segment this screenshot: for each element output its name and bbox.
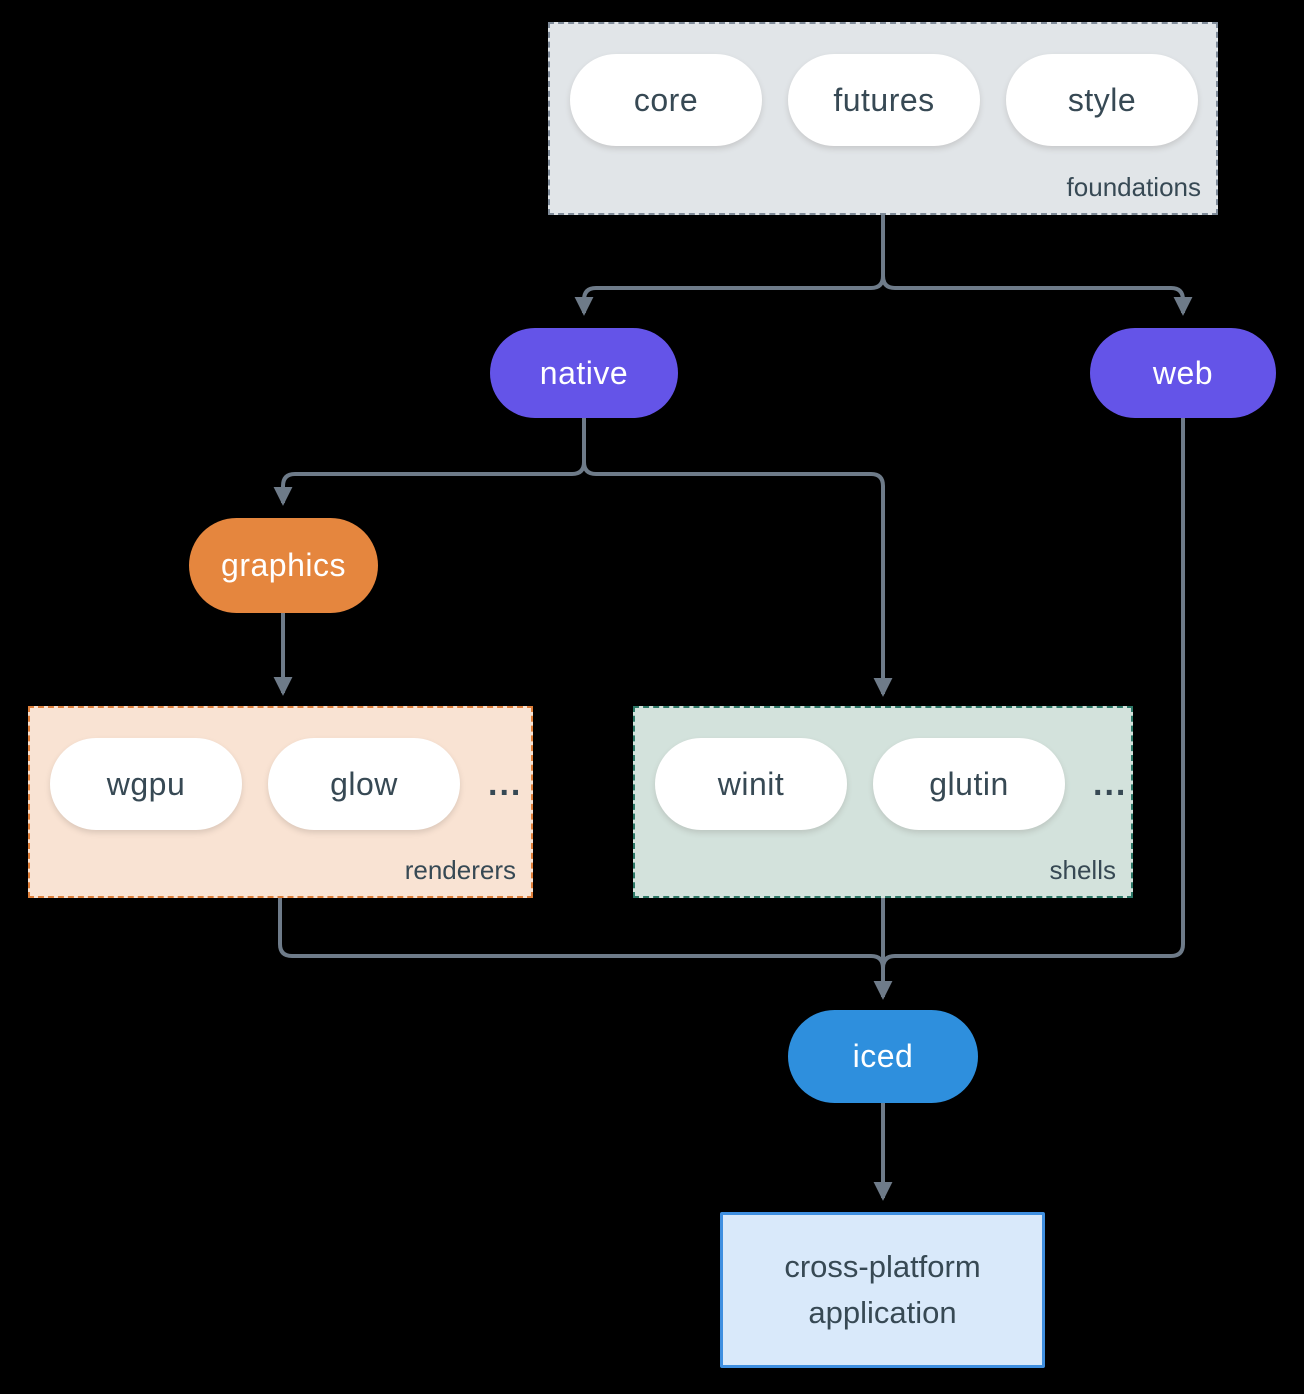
renderers-ellipsis: ... <box>488 764 523 803</box>
node-web: web <box>1090 328 1276 418</box>
foundations-label: foundations <box>1066 172 1201 202</box>
connector-renderers-iced <box>278 898 885 972</box>
node-iced: iced <box>788 1010 978 1103</box>
node-core: core <box>570 54 762 146</box>
foundations-group: core futures style foundations <box>548 22 1218 215</box>
shells-pill-row: winit glutin ... <box>635 708 1131 830</box>
node-glutin: glutin <box>873 738 1065 830</box>
renderers-pill-row: wgpu glow ... <box>30 708 531 830</box>
connector-foundations-native <box>574 215 885 316</box>
foundations-pill-row: core futures style <box>550 24 1216 146</box>
renderers-group: wgpu glow ... renderers <box>28 706 533 898</box>
node-graphics: graphics <box>189 518 378 613</box>
node-native: native <box>490 328 678 418</box>
connector-foundations-web <box>881 215 1193 316</box>
node-winit: winit <box>655 738 847 830</box>
connector-native-graphics <box>273 418 586 506</box>
node-futures: futures <box>788 54 980 146</box>
shells-ellipsis: ... <box>1093 764 1128 803</box>
node-style: style <box>1006 54 1198 146</box>
renderers-label: renderers <box>404 855 516 885</box>
connector-native-shells <box>582 418 893 697</box>
node-wgpu: wgpu <box>50 738 242 830</box>
shells-group: winit glutin ... shells <box>633 706 1133 898</box>
shells-label: shells <box>1049 855 1116 885</box>
node-cross-platform-application: cross-platform application <box>720 1212 1045 1368</box>
node-glow: glow <box>268 738 460 830</box>
